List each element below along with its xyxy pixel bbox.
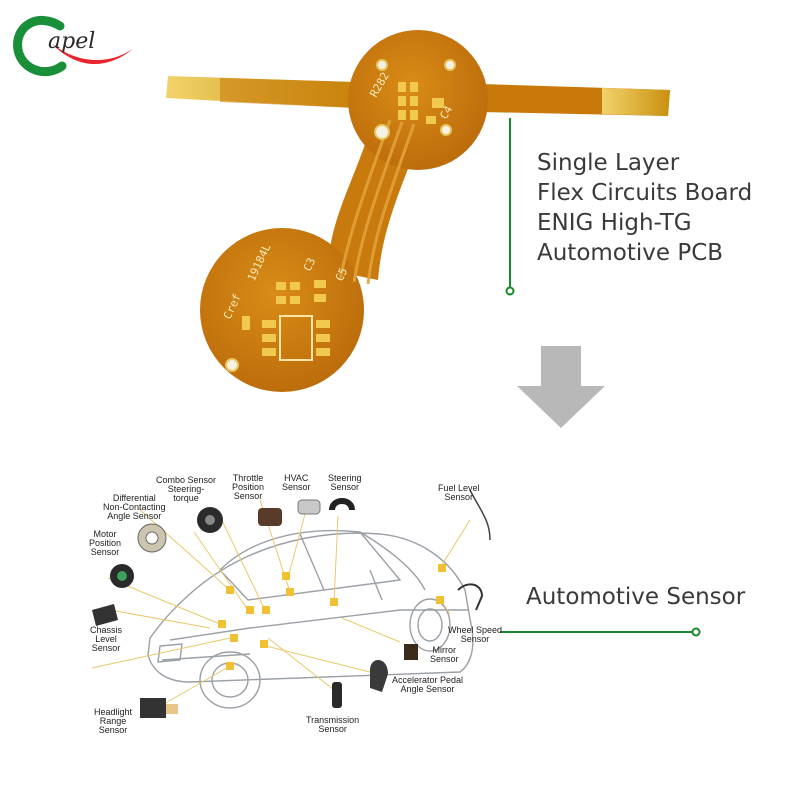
product-line: Single Layer — [537, 150, 680, 176]
product-line: Flex Circuits Board — [537, 180, 753, 206]
sensor-label-motor: Motor Position Sensor — [89, 529, 122, 557]
car-sensor-diagram — [91, 489, 491, 718]
sensor-label-steering: Steering Sensor — [328, 473, 362, 492]
sensor-label-throttle: Throttle Position Sensor — [232, 473, 265, 501]
sensor-label-chassis: Chassis Level Sensor — [90, 625, 123, 653]
sensor-label-transmission: Transmission Sensor — [306, 715, 360, 734]
sensor-label-combo: Combo Sensor Steering- torque — [156, 475, 217, 503]
sensor-label-differential: Differential Non-Contacting Angle Sensor — [103, 493, 166, 521]
sensor-label-fuel: Fuel Level Sensor — [438, 483, 480, 502]
pcb-label-c5: C5 — [333, 266, 350, 284]
automotive-sensor-heading: Automotive Sensor — [526, 584, 746, 610]
capel-logo: apel — [13, 16, 134, 77]
sensor-label-mirror: Mirror Sensor — [430, 645, 459, 664]
sensor-label-headlight: Headlight Range Sensor — [94, 707, 133, 735]
product-line: Automotive PCB — [537, 240, 724, 266]
sensor-component-icons — [92, 489, 491, 718]
sensor-label-wheel: Wheel Speed Sensor — [448, 625, 503, 644]
pcb-label-c3: C3 — [301, 256, 318, 274]
sensor-label-hvac: HVAC Sensor — [282, 473, 311, 492]
product-line: ENIG High-TG — [537, 210, 692, 236]
product-description: Single Layer Flex Circuits Board ENIG Hi… — [537, 148, 752, 268]
sensor-label-accel: Accelerator Pedal Angle Sensor — [392, 675, 464, 694]
pcb-label-c4: C4 — [437, 103, 455, 121]
logo-text: apel — [48, 29, 95, 54]
flex-pcb-image: R282 C4 19184L C3 C5 Cref — [166, 30, 670, 392]
down-arrow-icon — [517, 346, 605, 428]
